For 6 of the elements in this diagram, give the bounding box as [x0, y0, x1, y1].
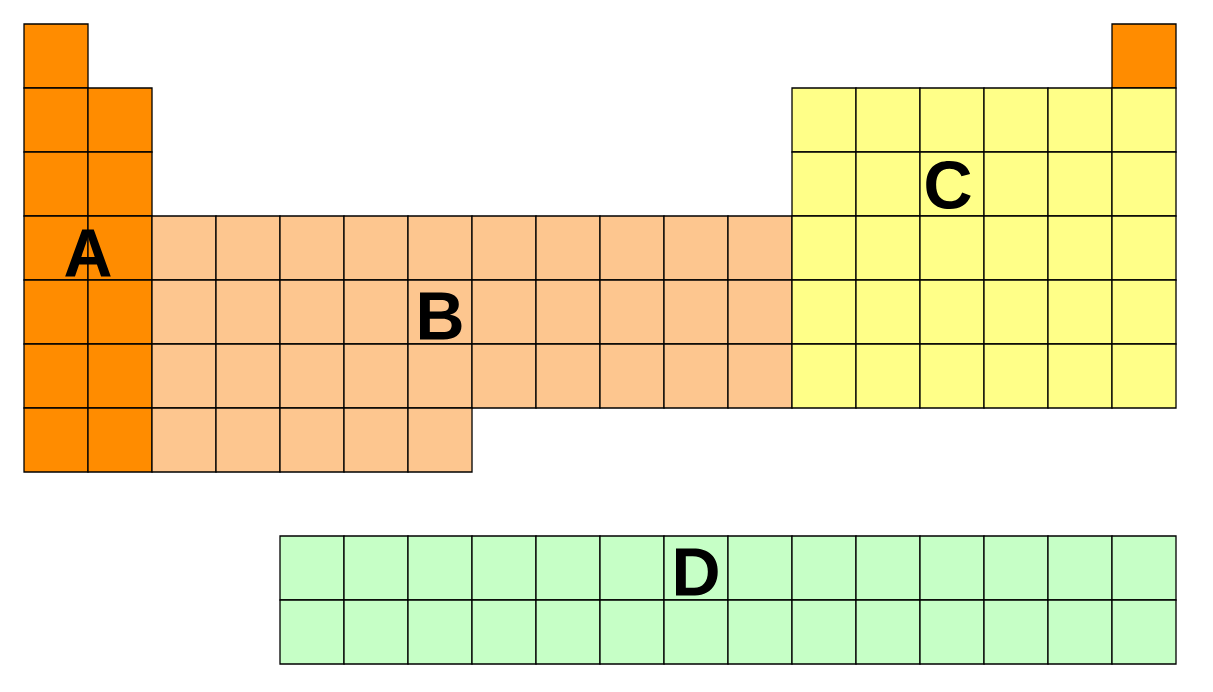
table-block: B: [151, 215, 793, 473]
table-block: C: [791, 87, 1177, 409]
node-label: D: [676, 548, 718, 596]
node-label: B: [420, 292, 462, 340]
table-block: D: [279, 535, 1177, 665]
node-label: C: [926, 160, 971, 210]
